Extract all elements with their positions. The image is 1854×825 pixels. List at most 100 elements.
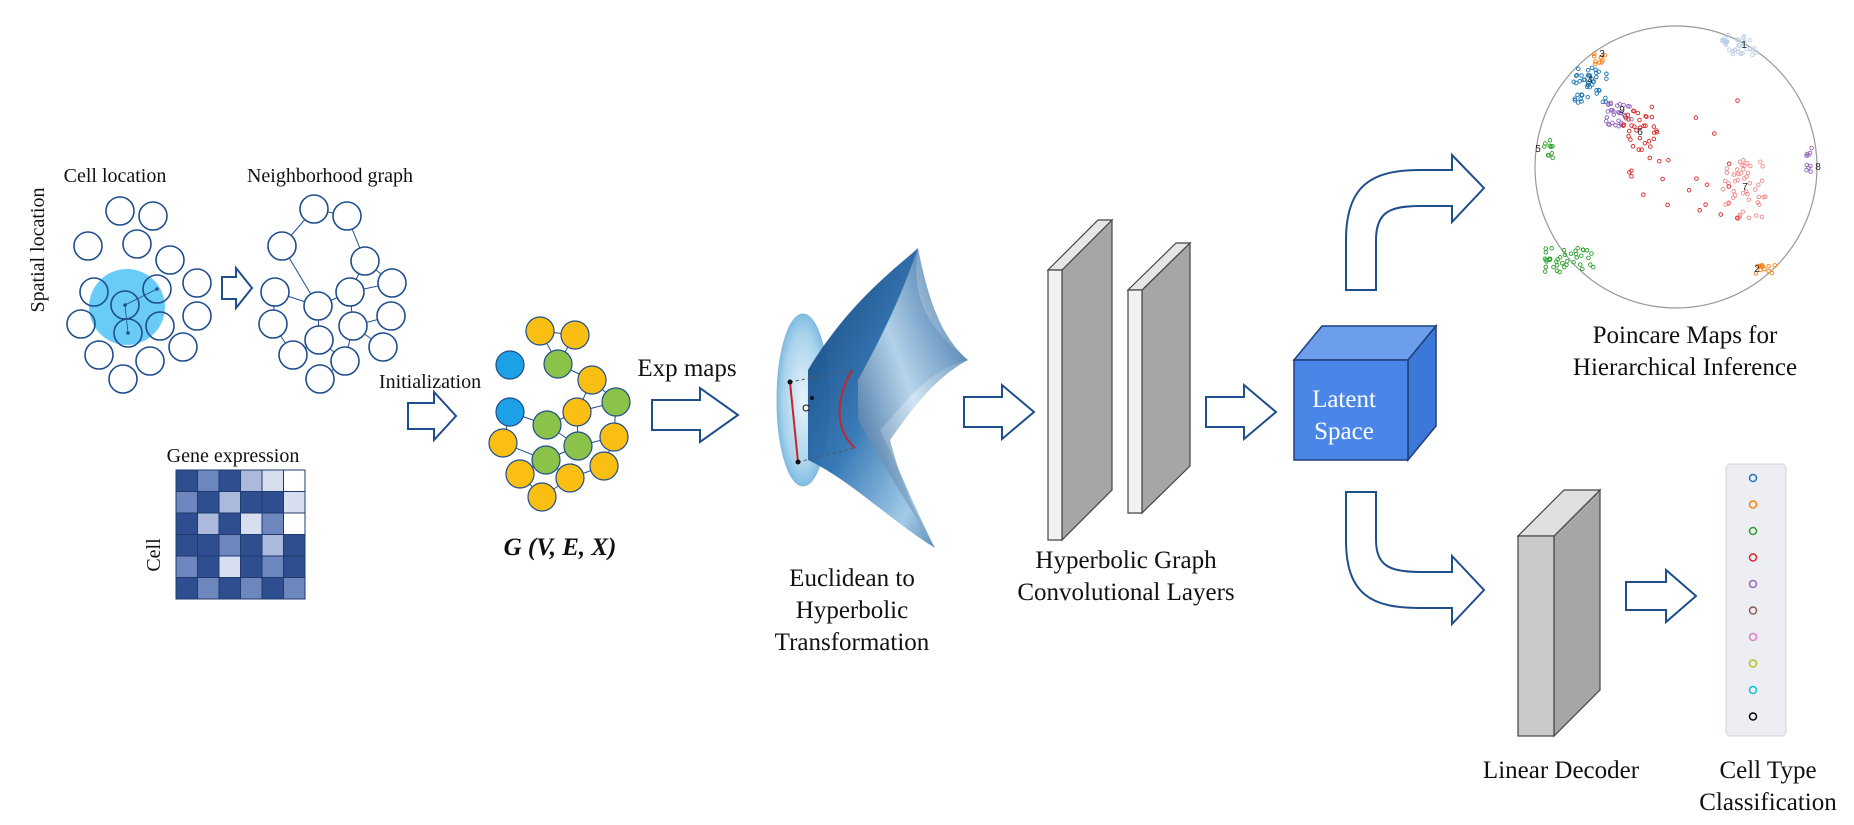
poincare-point — [1722, 178, 1728, 184]
poincare-label-line2: Hierarchical Inference — [1573, 354, 1797, 381]
poincare-point — [1746, 197, 1752, 202]
graph-node — [338, 311, 368, 341]
poincare-point — [1666, 157, 1671, 163]
poincare-point — [1806, 152, 1811, 158]
legend-marker — [1748, 685, 1758, 695]
poincare-point — [1724, 170, 1730, 175]
poincare-point — [1578, 253, 1584, 258]
cell-location-label: Cell location — [64, 165, 167, 187]
poincare-point — [1596, 87, 1602, 93]
poincare-point — [1772, 263, 1778, 268]
poincare-point — [1600, 99, 1606, 105]
poincare-point — [1748, 163, 1753, 169]
poincare-point — [1741, 35, 1746, 41]
poincare-point — [1730, 51, 1736, 57]
poincare-point — [1651, 124, 1657, 129]
g-node — [495, 397, 525, 427]
poincare-point — [1651, 130, 1657, 135]
matrix-cell — [218, 534, 241, 557]
cluster-index-label: 7 — [1742, 182, 1748, 193]
poincare-point — [1573, 73, 1579, 79]
cell-circle — [84, 340, 114, 370]
hgcl-layer-2 — [1126, 241, 1192, 515]
poincare-point — [1740, 209, 1746, 215]
cell-circle — [113, 318, 143, 348]
poincare-point — [1629, 123, 1634, 128]
poincare-point — [1604, 76, 1609, 81]
cell-circle — [142, 274, 172, 304]
poincare-point — [1759, 214, 1765, 220]
poincare-point — [1592, 51, 1597, 57]
poincare-point — [1626, 128, 1632, 134]
matrix-cell — [261, 577, 284, 600]
poincare-point — [1712, 131, 1717, 136]
poincare-point — [1641, 123, 1646, 129]
poincare-point — [1564, 258, 1570, 264]
poincare-point — [1542, 269, 1548, 274]
poincare-point — [1745, 170, 1751, 176]
poincare-point — [1756, 194, 1762, 200]
poincare-point — [1723, 42, 1729, 48]
matrix-cell — [218, 469, 241, 492]
poincare-point — [1593, 59, 1598, 64]
poincare-point — [1639, 147, 1644, 152]
poincare-point — [1731, 172, 1737, 177]
graph-node — [305, 364, 335, 394]
poincare-point — [1660, 176, 1665, 182]
poincare-point — [1758, 267, 1763, 273]
poincare-point — [1618, 110, 1624, 116]
matrix-cell — [283, 512, 306, 535]
poincare-point — [1804, 153, 1809, 158]
matrix-cell — [261, 491, 284, 514]
poincare-point — [1647, 155, 1653, 161]
poincare-point — [1734, 37, 1740, 42]
g-node — [589, 451, 619, 481]
legend-marker — [1748, 659, 1758, 668]
poincare-point — [1591, 264, 1596, 270]
poincare-point — [1754, 50, 1759, 55]
legend-marker — [1748, 712, 1758, 721]
poincare-point — [1602, 52, 1608, 58]
poincare-point — [1543, 141, 1548, 146]
poincare-point — [1626, 134, 1631, 139]
poincare-point — [1649, 114, 1655, 120]
poincare-point — [1724, 166, 1730, 171]
poincare-point — [1572, 98, 1578, 103]
matrix-cell — [175, 577, 198, 600]
poincare-point — [1616, 118, 1621, 123]
neighborhood-graph-label: Neighborhood graph — [247, 165, 413, 187]
poincare-point — [1584, 84, 1590, 90]
matrix-cell — [261, 555, 284, 578]
poincare-point — [1746, 215, 1752, 221]
matrix-cell — [175, 469, 198, 492]
poincare-point — [1657, 158, 1662, 164]
poincare-point — [1573, 248, 1578, 254]
poincare-point — [1740, 162, 1745, 168]
g-node — [505, 459, 535, 489]
matrix-cell — [175, 491, 198, 514]
poincare-point — [1744, 160, 1750, 166]
poincare-point — [1766, 268, 1771, 274]
g-node — [555, 463, 585, 493]
neighbor-link — [124, 304, 129, 334]
poincare-point — [1572, 96, 1578, 101]
poincare-point — [1725, 32, 1731, 38]
g-node — [525, 316, 555, 346]
poincare-point — [1543, 264, 1549, 270]
poincare-point — [1766, 263, 1771, 269]
graph-node — [330, 346, 360, 376]
graph-formula-label: G (V, E, X) — [504, 534, 617, 561]
poincare-point — [1757, 202, 1762, 207]
poincare-point — [1686, 187, 1692, 193]
poincare-point — [1694, 176, 1699, 181]
matrix-cell — [283, 534, 306, 557]
matrix-cell — [218, 577, 241, 600]
g-node — [577, 365, 607, 395]
poincare-point — [1738, 171, 1744, 176]
neighborhood-graph-diagram — [258, 194, 407, 394]
poincare-point — [1726, 184, 1732, 189]
poincare-point — [1756, 182, 1761, 187]
initialization-label: Initialization — [379, 371, 481, 393]
poincare-point — [1591, 54, 1597, 59]
